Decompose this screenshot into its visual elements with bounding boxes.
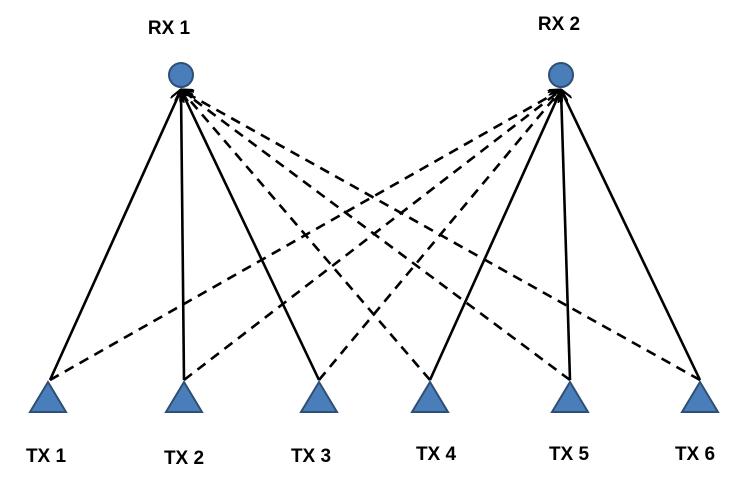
receiver-rx1-node xyxy=(168,62,194,88)
transmitter-tx2-label: TX 2 xyxy=(164,448,204,469)
link-tx1-to-rx1 xyxy=(48,90,181,381)
link-tx5-to-rx1 xyxy=(181,90,571,382)
transmitter-tx3: TX 3 xyxy=(291,380,339,467)
receiver-rx2: RX 2 xyxy=(538,14,580,88)
receiver-rx1-label: RX 1 xyxy=(148,18,191,39)
link-tx2-to-rx1 xyxy=(181,90,184,381)
receiver-rx2-node xyxy=(548,62,574,88)
link-tx4-to-rx2 xyxy=(428,90,561,381)
transmitter-tx6-label: TX 6 xyxy=(675,444,715,465)
links-group xyxy=(48,90,702,382)
link-tx1-to-rx2 xyxy=(49,90,561,382)
transmitter-tx5-label: TX 5 xyxy=(549,444,590,465)
receiver-rx1: RX 1 xyxy=(148,18,194,88)
transmitter-tx5: TX 5 xyxy=(549,380,590,465)
transmitter-tx2-node xyxy=(164,380,204,413)
transmitter-tx4-label: TX 4 xyxy=(416,444,457,465)
transmitter-tx1-label: TX 1 xyxy=(26,446,67,467)
transmitter-tx4-node xyxy=(410,380,450,413)
transmitter-tx6: TX 6 xyxy=(675,380,720,465)
receiver-rx2-label: RX 2 xyxy=(538,14,580,35)
transmitter-tx3-node xyxy=(299,380,339,413)
transmitter-tx4: TX 4 xyxy=(410,380,457,465)
link-tx3-to-rx1 xyxy=(181,90,321,381)
transmitter-tx6-node xyxy=(680,380,720,413)
link-tx6-to-rx2 xyxy=(561,90,702,381)
transmitter-tx1: TX 1 xyxy=(26,380,68,467)
link-tx5-to-rx2 xyxy=(561,90,572,381)
transmitter-tx2: TX 2 xyxy=(164,380,204,469)
transmitter-tx3-label: TX 3 xyxy=(291,446,331,467)
link-tx2-to-rx2 xyxy=(183,90,561,382)
transmitter-tx1-node xyxy=(28,380,68,413)
transmitter-tx5-node xyxy=(550,380,590,413)
link-tx3-to-rx2 xyxy=(318,90,561,381)
